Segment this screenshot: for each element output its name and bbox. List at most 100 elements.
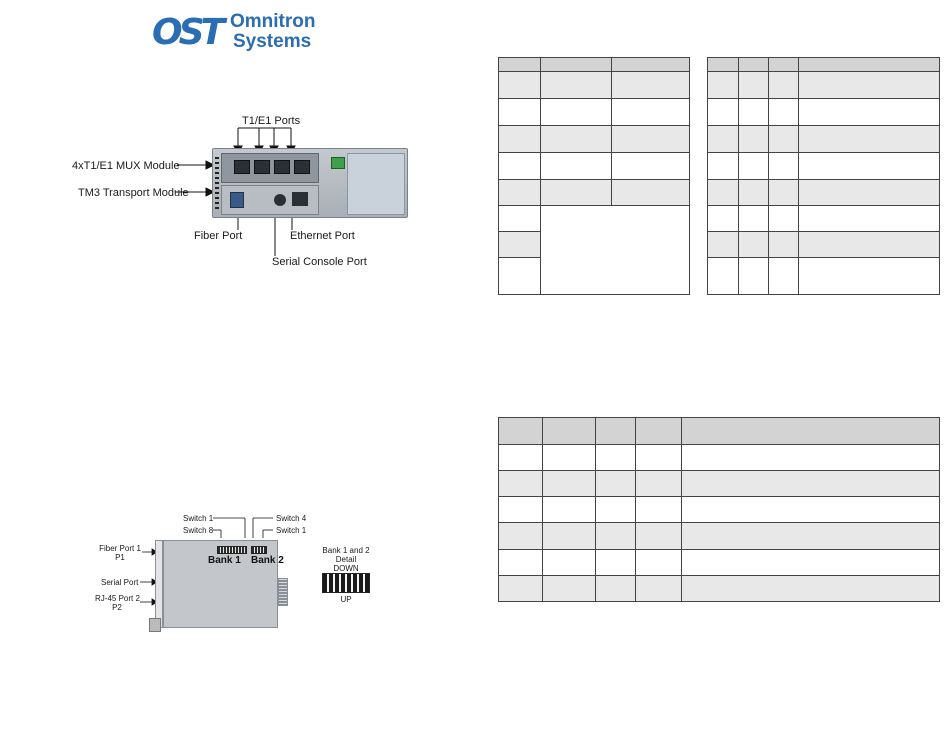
table-cell	[707, 71, 739, 99]
table-cell	[540, 98, 612, 126]
table-cell	[798, 71, 940, 99]
table-cell	[635, 496, 682, 523]
table-row	[498, 496, 940, 523]
table-cell	[498, 179, 541, 206]
table-row	[498, 205, 690, 295]
header-cell	[798, 57, 940, 72]
table-cell	[540, 152, 612, 180]
dip-bank-2	[251, 546, 267, 554]
header-cell	[738, 57, 769, 72]
fiber-port-1-line2: P1	[115, 553, 125, 562]
table-row	[707, 71, 940, 99]
switch-4-label: Switch 4	[276, 514, 307, 523]
table-cell	[768, 152, 799, 180]
table-header-row	[498, 417, 940, 445]
board-edge-connector	[278, 578, 288, 606]
table-cell	[768, 231, 799, 258]
board-faceplate	[155, 540, 163, 628]
table-cell	[681, 470, 940, 497]
fiber-port-1-line1: Fiber Port 1	[99, 544, 141, 553]
up-label: UP	[340, 595, 352, 604]
table-cell	[540, 125, 612, 153]
status-leds	[215, 157, 219, 211]
table-cell	[611, 98, 690, 126]
table-a	[498, 57, 690, 295]
table-cell	[768, 179, 799, 206]
table-cell	[498, 549, 543, 576]
header-cell	[707, 57, 739, 72]
table-cell	[738, 179, 769, 206]
header-cell	[498, 417, 543, 445]
device-figure: T1/E1 Ports 4xT1/E1 MUX Module TM3 Trans…	[60, 110, 440, 275]
table-cell	[738, 152, 769, 180]
bank-2-label: Bank 2	[251, 555, 284, 566]
detail-line-2: Detail	[335, 555, 357, 564]
table-row	[498, 231, 690, 258]
rj45-port-2-label: RJ-45 Port 2 P2	[95, 594, 140, 612]
detail-line-1: Bank 1 and 2	[322, 546, 370, 555]
table-cell	[681, 575, 940, 602]
table-cell	[798, 152, 940, 180]
dip-bank-1	[217, 546, 247, 554]
switch-8-label: Switch 8	[183, 526, 214, 535]
table-cell	[635, 575, 682, 602]
table-cell	[738, 205, 769, 232]
logo-wordmark: Omnitron Systems	[230, 12, 316, 52]
table-cell	[798, 257, 940, 295]
switch-1-label: Switch 1	[183, 514, 214, 523]
table-cell	[542, 444, 596, 471]
dip-switch-figure: Switch 1 Switch 8 Switch 4 Switch 1 Fibe…	[95, 510, 395, 635]
table-row	[707, 257, 940, 295]
bank-1-label: Bank 1	[208, 555, 241, 566]
omnitron-logo: OST Omnitron Systems	[152, 12, 322, 54]
fiber-port-label: Fiber Port	[194, 230, 243, 242]
table-cell	[540, 179, 612, 206]
header-cell	[611, 57, 690, 72]
header-cell	[635, 417, 682, 445]
table-cell	[498, 444, 543, 471]
t1e1-port-1	[234, 160, 250, 174]
table-row	[498, 444, 940, 471]
table-cell	[595, 575, 636, 602]
header-cell	[498, 57, 541, 72]
table-cell	[611, 152, 690, 180]
fiber-port	[230, 192, 244, 208]
serial-port-label: Serial Port	[101, 578, 139, 587]
table-cell	[542, 549, 596, 576]
header-cell	[768, 57, 799, 72]
table-cell	[707, 152, 739, 180]
table-cell	[542, 496, 596, 523]
table-cell	[498, 125, 541, 153]
t1e1-port-3	[274, 160, 290, 174]
t1e1-port-4	[294, 160, 310, 174]
mux-module	[221, 153, 319, 183]
table-cell	[768, 98, 799, 126]
table-cell	[707, 257, 739, 295]
table-cell	[542, 575, 596, 602]
ost-logo-mark: OST	[152, 12, 225, 53]
table-cell	[738, 71, 769, 99]
merged-cell	[540, 205, 690, 295]
table-cell	[681, 496, 940, 523]
circuit-board	[163, 540, 278, 628]
table-cell	[498, 257, 541, 295]
table-cell	[498, 71, 541, 99]
t1e1-ports-label: T1/E1 Ports	[242, 115, 301, 127]
table-row	[707, 98, 940, 126]
transport-module	[221, 185, 319, 215]
table-cell	[595, 549, 636, 576]
table-row	[498, 575, 940, 602]
table-cell	[498, 205, 541, 232]
switch-callout-lines	[140, 517, 273, 606]
serial-console-port	[274, 194, 286, 206]
table-cell	[635, 522, 682, 550]
table-row	[707, 152, 940, 180]
table-cell	[707, 205, 739, 232]
power-terminal	[331, 157, 345, 169]
table-row	[707, 179, 940, 206]
table-cell	[595, 470, 636, 497]
table-cell	[681, 522, 940, 550]
table-c	[498, 417, 940, 602]
ethernet-port	[292, 192, 308, 206]
rj45-port-2-line1: RJ-45 Port 2	[95, 594, 140, 603]
